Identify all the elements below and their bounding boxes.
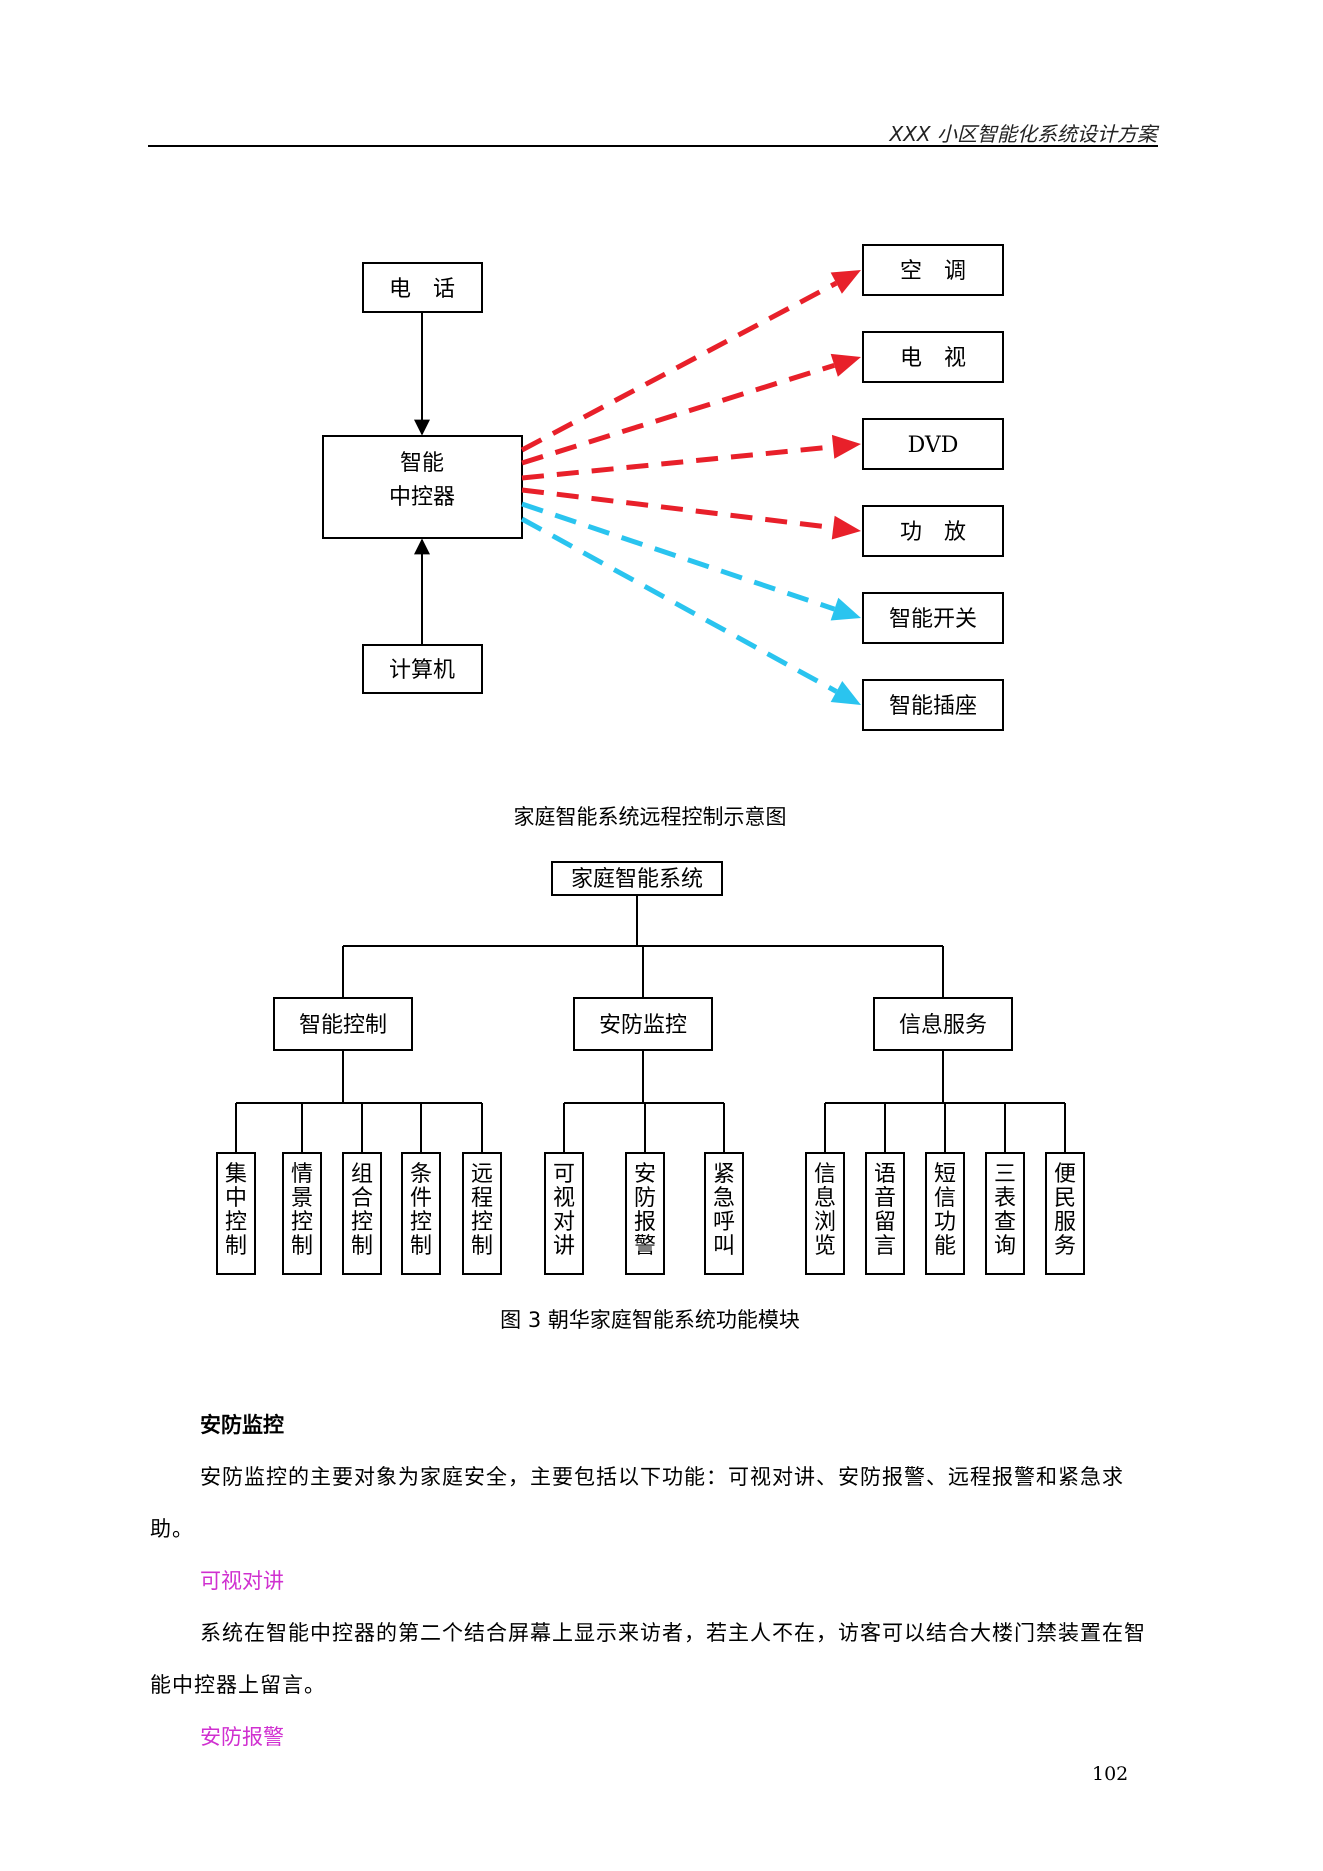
section-title: 安防监控 <box>200 1413 284 1437</box>
root-label: 家庭智能系统 <box>571 867 703 892</box>
leaf-label-2-3: 紧急呼叫 <box>713 1162 735 1259</box>
leaf-label-1-5: 远程控制 <box>471 1162 493 1259</box>
control-arrowhead-5 <box>830 597 861 621</box>
phone-label: 电 话 <box>389 277 455 302</box>
branch-label-2: 安防监控 <box>599 1013 687 1038</box>
leaf-box-1-3 <box>342 1152 382 1275</box>
branch-box-3 <box>873 997 1013 1051</box>
subsection-title-intercom: 可视对讲 <box>200 1569 284 1593</box>
leaf-label-3-3: 短信功能 <box>934 1162 956 1259</box>
leaf-box-2-3 <box>704 1152 744 1275</box>
leaf-box-1-2 <box>282 1152 322 1275</box>
leaf-box-1-1 <box>216 1152 256 1275</box>
control-arrow-5 <box>521 501 836 612</box>
control-arrowhead-2 <box>830 353 861 377</box>
device-label-3: DVD <box>908 433 959 458</box>
header-rule <box>148 145 1158 147</box>
leaf-box-3-2 <box>865 1152 905 1275</box>
control-arrow-3 <box>521 444 834 481</box>
leaf-label-2-1: 可视对讲 <box>553 1162 575 1259</box>
page-number: 102 <box>1092 1763 1129 1785</box>
leaf-box-1-4 <box>401 1152 441 1275</box>
leaf-box-3-3 <box>925 1152 965 1275</box>
subsection-title-alarm: 安防报警 <box>200 1725 284 1749</box>
leaf-label-1-4: 条件控制 <box>410 1162 432 1259</box>
header-title: XXX 小区智能化系统设计方案 <box>889 122 1157 146</box>
control-arrow-6 <box>520 516 838 694</box>
controller-label-line1: 智能 <box>400 451 444 476</box>
leaf-box-3-1 <box>805 1152 845 1275</box>
device-box-4 <box>862 505 1004 557</box>
figure2-caption: 图 3 朝华家庭智能系统功能模块 <box>500 1308 800 1332</box>
computer-label: 计算机 <box>389 658 455 683</box>
device-box-1 <box>862 244 1004 296</box>
leaf-label-3-2: 语音留言 <box>874 1162 896 1259</box>
device-label-6: 智能插座 <box>889 694 977 719</box>
leaf-box-3-4 <box>985 1152 1025 1275</box>
control-arrow-4 <box>521 487 834 531</box>
control-arrow-2 <box>521 362 836 466</box>
leaf-box-3-5 <box>1045 1152 1085 1275</box>
leaf-label-3-1: 信息浏览 <box>814 1162 836 1259</box>
device-label-1: 空 调 <box>900 259 966 284</box>
device-box-6 <box>862 679 1004 731</box>
intro-paragraph: 安防监控的主要对象为家庭安全，主要包括以下功能：可视对讲、安防报警、远程报警和紧… <box>150 1465 1124 1541</box>
control-arrow-1 <box>520 280 838 453</box>
control-arrowhead-6 <box>830 681 861 705</box>
device-label-4: 功 放 <box>900 520 966 545</box>
device-box-2 <box>862 331 1004 383</box>
device-box-3 <box>862 418 1004 470</box>
control-arrows <box>520 270 861 705</box>
intercom-paragraph: 系统在智能中控器的第二个结合屏幕上显示来访者，若主人不在，访客可以结合大楼门禁装… <box>150 1621 1146 1697</box>
phone-box <box>362 262 483 313</box>
leaf-label-3-4: 三表查询 <box>994 1162 1016 1259</box>
branch-label-1: 智能控制 <box>299 1013 387 1038</box>
leaf-label-3-5: 便民服务 <box>1054 1162 1076 1259</box>
leaf-box-2-2 <box>625 1152 665 1275</box>
device-box-5 <box>862 592 1004 644</box>
control-arrowhead-1 <box>830 270 861 294</box>
control-arrowhead-4 <box>831 515 861 540</box>
leaf-label-1-1: 集中控制 <box>225 1162 247 1259</box>
leaf-label-1-2: 情景控制 <box>291 1162 313 1259</box>
controller-label-line2: 中控器 <box>389 485 455 510</box>
leaf-box-2-1 <box>544 1152 584 1275</box>
leaf-label-1-3: 组合控制 <box>351 1162 373 1259</box>
branch-box-1 <box>273 997 413 1051</box>
leaf-box-1-5 <box>462 1152 502 1275</box>
leaf-label-2-2: 安防报警 <box>634 1162 656 1259</box>
figure1-caption: 家庭智能系统远程控制示意图 <box>514 805 787 829</box>
controller-box <box>322 435 523 539</box>
branch-label-3: 信息服务 <box>899 1013 987 1038</box>
device-label-2: 电 视 <box>900 346 966 371</box>
body-text: 安防监控 安防监控的主要对象为家庭安全，主要包括以下功能：可视对讲、安防报警、远… <box>150 1399 1160 1763</box>
device-label-5: 智能开关 <box>889 607 977 632</box>
control-arrowhead-3 <box>831 434 861 459</box>
